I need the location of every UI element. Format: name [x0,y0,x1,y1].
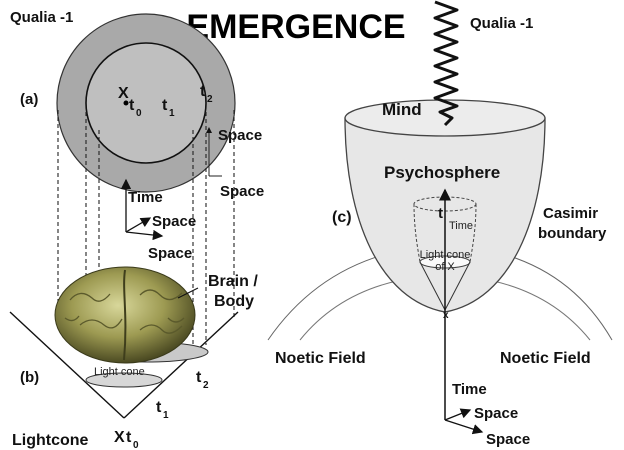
panel-a-label: (a) [20,91,38,108]
axis-time-right: Time [452,381,487,398]
ring-t1-sub: 1 [169,108,175,119]
brain-label-1: Brain / [208,273,258,290]
apex-t0-sub: 0 [133,440,139,450]
cone-t2-sub: 2 [203,380,209,391]
apex-x-mark: X [114,429,125,446]
inner-disk [86,43,206,163]
inner-lightcone-label-2: of X [435,261,455,273]
noetic-field-left: Noetic Field [275,350,366,367]
brain-label-2: Body [214,293,254,310]
lightcone-inner-label: Light cone [94,366,145,378]
casimir-label-1: Casimir [543,205,598,222]
inner-t-label: t [438,205,443,222]
axis-time-left: Time [128,189,163,206]
center-t0-sub: 0 [136,108,142,119]
space-label-up: Space [218,127,262,144]
inner-lightcone-label-1: Light cone [420,249,471,261]
page-title: EMERGENCE [186,8,405,46]
apex-x-small: x [443,310,449,321]
psychosphere-label: Psychosphere [384,163,500,182]
cone-t2: t [196,369,202,386]
mind-label: Mind [382,100,422,119]
ring-t1: t [162,97,168,114]
noetic-field-right: Noetic Field [500,350,591,367]
panel-b-label: (b) [20,369,39,386]
cone-t1: t [156,399,162,416]
center-x-mark: X [118,85,129,102]
apex-t0: t [126,429,132,446]
axis-space-left-2: Space [148,245,192,262]
ring-t2-sub: 2 [207,94,213,105]
panel-c-label: (c) [332,209,352,226]
lightcone-label: Lightcone [12,432,89,449]
bowl-rim [345,100,545,136]
axis-space-left-1: Space [152,213,196,230]
brain-image [55,267,195,363]
center-t0: t [129,97,135,114]
axis-space-right-1: Space [474,405,518,422]
qualia-label-left: Qualia -1 [10,9,73,26]
ring-t2: t [200,83,206,100]
casimir-label-2: boundary [538,225,607,242]
space-label-right: Space [220,183,264,200]
qualia-label-right: Qualia -1 [470,15,533,32]
inner-time-label: Time [449,220,473,232]
axis-space-right-2: Space [486,431,530,448]
cone-t1-sub: 1 [163,410,169,421]
